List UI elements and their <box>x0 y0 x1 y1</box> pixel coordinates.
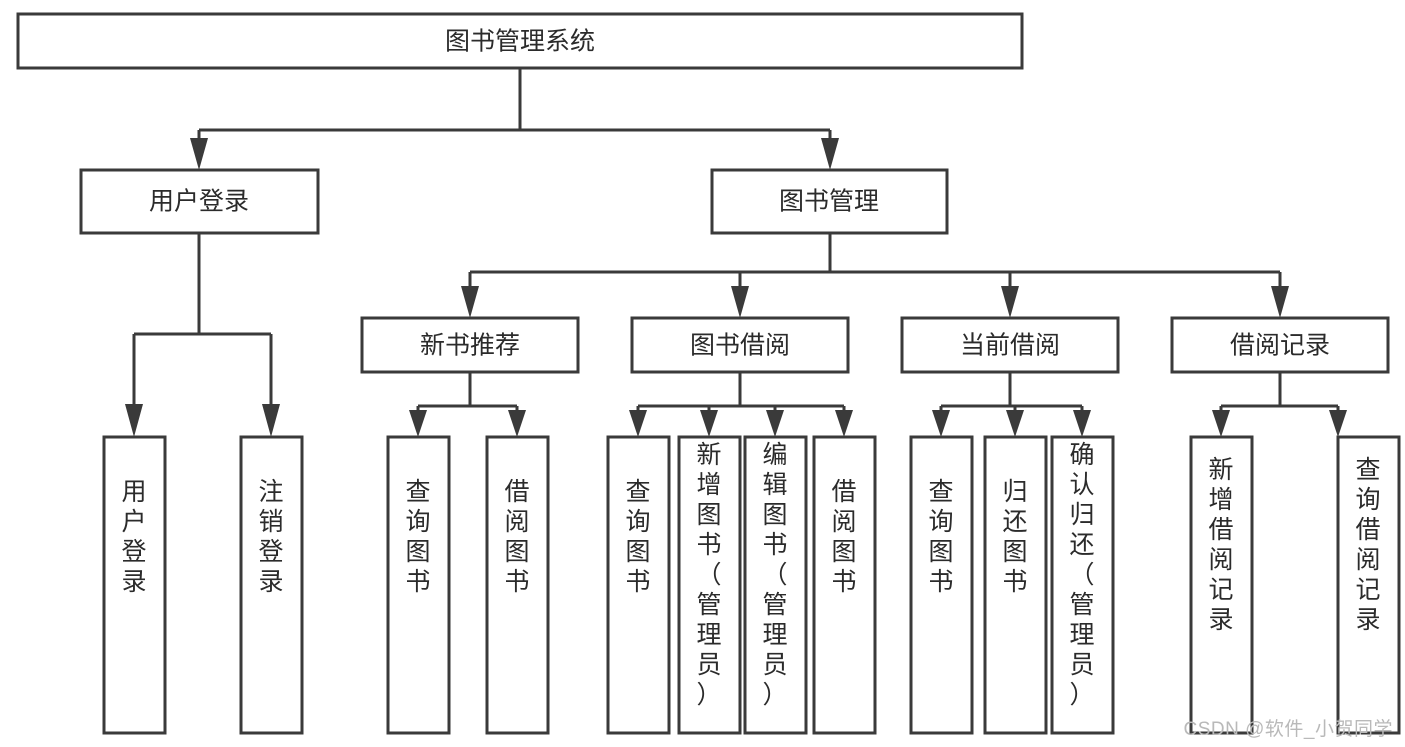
leaf-user-logout[interactable]: 注销登录 <box>239 435 304 735</box>
leaf-add-borrow-record[interactable]: 新增借阅记录 <box>1189 435 1254 735</box>
node-book-borrow-box[interactable] <box>630 316 850 374</box>
leaf-query-book-2[interactable]: 查询图书 <box>606 435 671 735</box>
node-book-borrow[interactable]: 图书借阅 <box>630 316 850 374</box>
arrow-head-leaf-borrow-book-1 <box>508 410 526 437</box>
node-user-login-label: 用户登录 <box>149 188 249 216</box>
leaf-confirm-return-admin-box[interactable] <box>1050 435 1115 735</box>
node-root[interactable]: 图书管理系统 <box>16 12 1024 70</box>
node-root-box[interactable] <box>16 12 1024 70</box>
leaf-user-logout-box[interactable] <box>239 435 304 735</box>
leaf-confirm-return-admin-label: 确认归还（管理员） <box>1069 441 1094 709</box>
node-root-label: 图书管理系统 <box>445 28 595 56</box>
leaf-user-login-box[interactable] <box>102 435 167 735</box>
leaf-user-logout-label: 注销登录 <box>258 478 283 596</box>
arrow-head-leaf-user-logout <box>262 404 280 437</box>
leaf-query-book-3[interactable]: 查询图书 <box>909 435 974 735</box>
node-book-manage-label: 图书管理 <box>779 188 879 216</box>
leaf-query-borrow-record[interactable]: 查询借阅记录 <box>1336 435 1401 735</box>
node-new-book-recommend[interactable]: 新书推荐 <box>360 316 580 374</box>
node-borrow-record[interactable]: 借阅记录 <box>1170 316 1390 374</box>
node-current-borrow-box[interactable] <box>900 316 1120 374</box>
node-current-borrow[interactable]: 当前借阅 <box>900 316 1120 374</box>
arrow-head-leaf-query-book-3 <box>932 410 950 437</box>
connector-layer <box>125 68 1347 437</box>
node-book-manage-box[interactable] <box>710 168 949 235</box>
leaf-query-borrow-record-label: 查询借阅记录 <box>1355 456 1380 634</box>
node-new-book-recommend-box[interactable] <box>360 316 580 374</box>
leaf-add-borrow-record-label: 新增借阅记录 <box>1208 456 1233 634</box>
leaf-borrow-book-1-label: 借阅图书 <box>504 478 529 596</box>
node-borrow-record-box[interactable] <box>1170 316 1390 374</box>
leaf-query-book-1-box[interactable] <box>386 435 451 735</box>
leaf-borrow-book-2-label: 借阅图书 <box>831 478 856 596</box>
leaf-edit-book-admin-label: 编辑图书（管理员） <box>762 441 787 709</box>
leaf-borrow-book-1-box[interactable] <box>485 435 550 735</box>
arrow-head-leaf-add-borrow-record <box>1212 410 1230 437</box>
leaf-return-book-box[interactable] <box>983 435 1048 735</box>
leaf-add-book-admin-label: 新增图书（管理员） <box>696 441 721 709</box>
leaf-add-book-admin[interactable]: 新增图书（管理员） <box>677 435 742 735</box>
leaf-query-book-1[interactable]: 查询图书 <box>386 435 451 735</box>
node-user-login-box[interactable] <box>79 168 320 235</box>
arrow-head-leaf-edit-book-admin <box>766 410 784 437</box>
leaf-query-book-3-box[interactable] <box>909 435 974 735</box>
leaf-add-borrow-record-box[interactable] <box>1189 435 1254 735</box>
node-current-borrow-label: 当前借阅 <box>960 332 1060 360</box>
arrow-head-user-login <box>190 138 208 170</box>
node-borrow-record-label: 借阅记录 <box>1230 332 1330 360</box>
node-book-borrow-label: 图书借阅 <box>690 332 790 360</box>
leaf-query-book-3-label: 查询图书 <box>928 478 953 596</box>
csdn-watermark: CSDN @软件_小贺同学 <box>1183 719 1393 740</box>
leaf-query-book-2-box[interactable] <box>606 435 671 735</box>
leaf-query-book-1-label: 查询图书 <box>405 478 430 596</box>
arrow-head-current-borrow <box>1001 286 1019 318</box>
arrow-head-leaf-return-book <box>1006 410 1024 437</box>
arrow-head-book-manage <box>821 138 839 170</box>
leaf-borrow-book-1[interactable]: 借阅图书 <box>485 435 550 735</box>
node-new-book-recommend-label: 新书推荐 <box>420 332 520 360</box>
arrow-head-leaf-user-login <box>125 404 143 437</box>
arrow-head-borrow-record <box>1271 286 1289 318</box>
leaf-borrow-book-2-box[interactable] <box>812 435 877 735</box>
node-user-login[interactable]: 用户登录 <box>79 168 320 235</box>
leaf-return-book[interactable]: 归还图书 <box>983 435 1048 735</box>
arrow-head-leaf-borrow-book-2 <box>835 410 853 437</box>
leaf-return-book-label: 归还图书 <box>1002 478 1027 596</box>
arrow-head-new-book-recommend <box>461 286 479 318</box>
node-book-manage[interactable]: 图书管理 <box>710 168 949 235</box>
arrow-head-leaf-query-book-2 <box>629 410 647 437</box>
arrow-head-leaf-query-book-1 <box>409 410 427 437</box>
leaf-add-book-admin-box[interactable] <box>677 435 742 735</box>
leaf-confirm-return-admin[interactable]: 确认归还（管理员） <box>1050 435 1115 735</box>
arrow-head-book-borrow <box>731 286 749 318</box>
leaf-user-login[interactable]: 用户登录 <box>102 435 167 735</box>
arrow-head-leaf-add-book-admin <box>700 410 718 437</box>
leaf-edit-book-admin[interactable]: 编辑图书（管理员） <box>743 435 808 735</box>
leaf-query-borrow-record-box[interactable] <box>1336 435 1401 735</box>
arrow-head-leaf-query-borrow-record <box>1329 410 1347 437</box>
leaf-query-book-2-label: 查询图书 <box>625 478 650 596</box>
leaf-edit-book-admin-box[interactable] <box>743 435 808 735</box>
leaf-user-login-label: 用户登录 <box>121 478 146 596</box>
arrow-head-leaf-confirm-return-admin <box>1073 410 1091 437</box>
leaf-borrow-book-2[interactable]: 借阅图书 <box>812 435 877 735</box>
